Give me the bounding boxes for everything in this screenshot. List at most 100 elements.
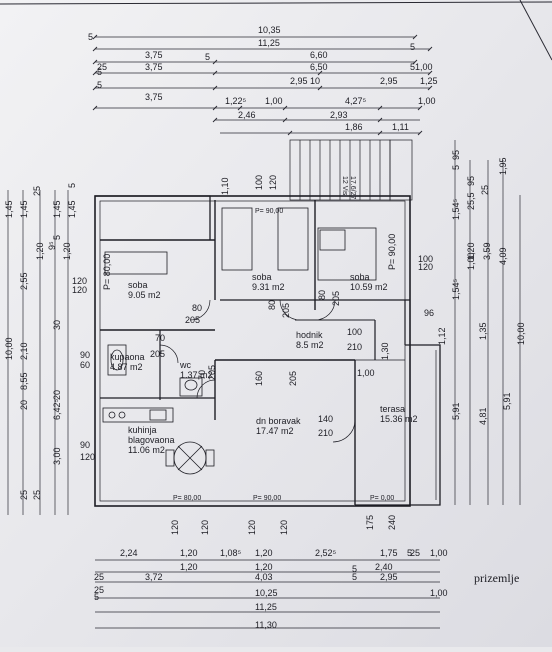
top-dimension: 11,25	[258, 38, 280, 48]
left-dimension: 20	[52, 390, 62, 400]
room-name: soba	[350, 272, 370, 282]
bottom-dimension: 10,25	[255, 588, 278, 598]
opening-dimension: 210	[318, 428, 333, 438]
right-dimension: 1,54⁵	[451, 198, 461, 220]
top-dimension: 3,75	[145, 62, 163, 72]
opening-dimension: 120	[170, 520, 180, 535]
bottom-dimension: 5	[94, 592, 99, 602]
opening-dimension: 100	[418, 254, 433, 264]
top-dimension: 1,00	[418, 96, 436, 106]
opening-dimension: 96	[424, 308, 434, 318]
room-area: 1.37 m2	[180, 370, 213, 380]
dimension-lines	[7, 36, 521, 629]
room-area: 9.31 m2	[252, 282, 285, 292]
left-dimension: 1,20	[35, 242, 45, 260]
left-dimension: 1,45	[4, 200, 14, 218]
top-dimension: 1,86	[345, 122, 363, 132]
sheet-border-right	[519, 0, 552, 61]
bottom-dimension: 1,20	[255, 548, 273, 558]
room-name: kupaona	[110, 352, 145, 362]
right-dimension: 4,81	[478, 407, 488, 425]
room-name: wc	[179, 360, 191, 370]
top-dimension: 6,60	[310, 50, 328, 60]
bottom-dimension: 1,00	[430, 548, 448, 558]
drawing-title: prizemlje	[474, 571, 519, 585]
bottom-dimension: 5	[352, 564, 357, 574]
left-dimension: 25	[32, 490, 42, 500]
top-dimension: 1,00	[415, 62, 433, 72]
top-dimension: 1,00	[265, 96, 283, 106]
staircase	[289, 139, 413, 201]
left-dimension: 10,00	[4, 337, 14, 360]
right-dimension: 1,54⁵	[451, 278, 461, 300]
room-area: 15.36 m2	[380, 414, 418, 424]
furniture	[102, 207, 377, 475]
left-dimension: 1,45	[52, 200, 62, 218]
opening-dimension: 1,30	[380, 342, 390, 360]
top-dimension: 2,46	[238, 110, 256, 120]
left-dimension: 3,00	[52, 447, 62, 465]
opening-dimension: 80	[267, 300, 277, 310]
bottom-dimension: 11,25	[255, 602, 277, 612]
top-dimension: 5	[410, 62, 415, 72]
bottom-dimension: 2,24	[120, 548, 138, 558]
bottom-dimension: 1,20	[180, 548, 198, 558]
top-dimension: 10,35	[258, 25, 281, 35]
dimension-labels: 10,35 11,25 6,60 3,75 6,50 1,00 3,75 2,95 10 2,95…	[4, 25, 526, 630]
opening-dimension: 120	[268, 175, 278, 190]
bottom-dimension: 4,03	[255, 572, 273, 582]
bottom-dimension: 2,95	[380, 572, 398, 582]
opening-dimension: P= 80,00	[102, 254, 112, 290]
left-dimension: 2,55	[19, 272, 29, 290]
opening-dimension: 120	[72, 276, 87, 286]
right-dimension: 95	[466, 176, 476, 186]
top-dimension: 5	[205, 52, 210, 62]
bottom-dimension: 25	[94, 585, 104, 595]
bottom-dimension: 1,08⁵	[220, 548, 242, 558]
right-dimension: 1,95	[498, 157, 508, 175]
stair-note-2: 17.6/27	[349, 176, 356, 199]
dimension-ticks	[92, 34, 433, 136]
top-dimension: 3,75	[145, 50, 163, 60]
bottom-dimension: 1,75	[380, 548, 398, 558]
left-dimension: 20	[19, 400, 29, 410]
right-dimension: 10,00	[516, 322, 526, 345]
opening-dimension: 70	[155, 333, 165, 343]
bottom-dimension: 3,72	[145, 572, 163, 582]
bottom-dimension: 25	[410, 548, 420, 558]
opening-dimension: 90	[80, 350, 90, 360]
left-dimension: 9⁵	[47, 241, 57, 250]
room-area: 11.06 m2	[128, 445, 165, 455]
right-dimension: 1,00	[466, 252, 476, 270]
room-area: 9.05 m2	[128, 290, 161, 300]
opening-dimension: 175	[365, 515, 375, 530]
opening-dimension: 120	[72, 285, 87, 295]
left-dimension: 6,42⁵	[52, 398, 62, 420]
opening-dimension: 205	[185, 315, 200, 325]
bottom-dimension: 5	[407, 548, 412, 558]
stair-note-1: 12 Visi	[341, 176, 348, 197]
left-dimension: 1,45	[67, 200, 77, 218]
top-dimension: 1,22⁵	[225, 96, 247, 106]
left-dimension: 25	[32, 186, 42, 196]
top-dimension: 2,95	[380, 76, 398, 86]
opening-dimension: P= 90,00	[255, 208, 283, 215]
bottom-dimension: 2,40	[375, 562, 393, 572]
top-dimension: 6,50	[310, 62, 328, 72]
left-dimension: 1,20	[62, 242, 72, 260]
opening-dimension: P= 90,00	[387, 234, 397, 270]
top-dimension: 10	[310, 76, 320, 86]
right-dimension: 95	[451, 150, 461, 160]
room-area: 8.5 m2	[296, 340, 324, 350]
walls	[94, 195, 441, 507]
left-dimension: 1,45	[19, 200, 29, 218]
top-dimension: 1,11	[392, 122, 409, 132]
opening-dimension: P= 80,00	[173, 495, 201, 502]
top-dimension: 3,75	[145, 92, 163, 102]
right-dimension: 1,20	[466, 242, 476, 260]
opening-dimension: P= 0,00	[370, 495, 394, 502]
opening-dimension: 205	[288, 371, 298, 386]
opening-dimension: 80	[317, 290, 327, 300]
